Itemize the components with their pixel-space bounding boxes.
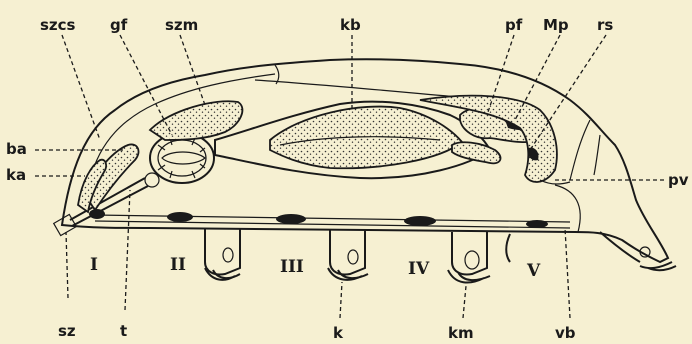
label-pf: pf [505, 16, 523, 34]
leg-3 [328, 230, 368, 280]
pharyngeal-bulb-inner [158, 140, 206, 176]
label-leg-II: II [170, 255, 186, 275]
label-szcs: szcs [40, 16, 76, 34]
pharynx-lumen [162, 152, 205, 164]
hind-leg-claws [640, 262, 676, 270]
label-leg-III: III [280, 257, 304, 277]
label-k: k [333, 324, 344, 342]
label-pv: pv [668, 171, 689, 189]
label-rs: rs [597, 16, 613, 34]
leader-sz [66, 232, 68, 298]
leg-4 [448, 232, 490, 283]
label-kb: kb [340, 16, 361, 34]
segment-line-3 [594, 135, 600, 175]
label-gf: gf [110, 16, 128, 34]
label-szm: szm [165, 16, 198, 34]
leader-vb [565, 228, 570, 318]
ganglion-5 [526, 220, 548, 228]
midgut-wall [270, 107, 462, 169]
leg-5 [506, 234, 510, 262]
ganglion-2 [167, 212, 193, 222]
ganglion-4 [404, 216, 436, 226]
ventral-nerve-cord-lower [95, 221, 570, 228]
label-t: t [120, 322, 127, 340]
label-km: km [448, 324, 474, 342]
leader-szm [180, 35, 205, 105]
leader-k [340, 282, 342, 318]
segment-line-2 [570, 120, 590, 180]
label-sz: sz [58, 322, 76, 340]
leader-km [463, 286, 466, 318]
label-leg-I: I [90, 255, 98, 275]
label-ka: ka [6, 166, 26, 184]
leader-szcs [62, 35, 100, 140]
stylet-base [90, 210, 102, 218]
leg-2 [205, 228, 240, 280]
label-vb: vb [555, 324, 576, 342]
eye-brain-lobe-szm [150, 101, 242, 140]
ganglion-3 [276, 214, 306, 224]
label-leg-IV: IV [408, 259, 430, 279]
posterior-region [555, 185, 580, 232]
leader-t [125, 190, 130, 310]
pharynx-placoid [145, 173, 159, 187]
ventral-nerve-cord [95, 215, 570, 222]
label-Mp: Mp [543, 16, 569, 34]
label-leg-V: V [526, 261, 541, 281]
label-ba: ba [6, 140, 27, 158]
rectum-rs [452, 142, 500, 163]
